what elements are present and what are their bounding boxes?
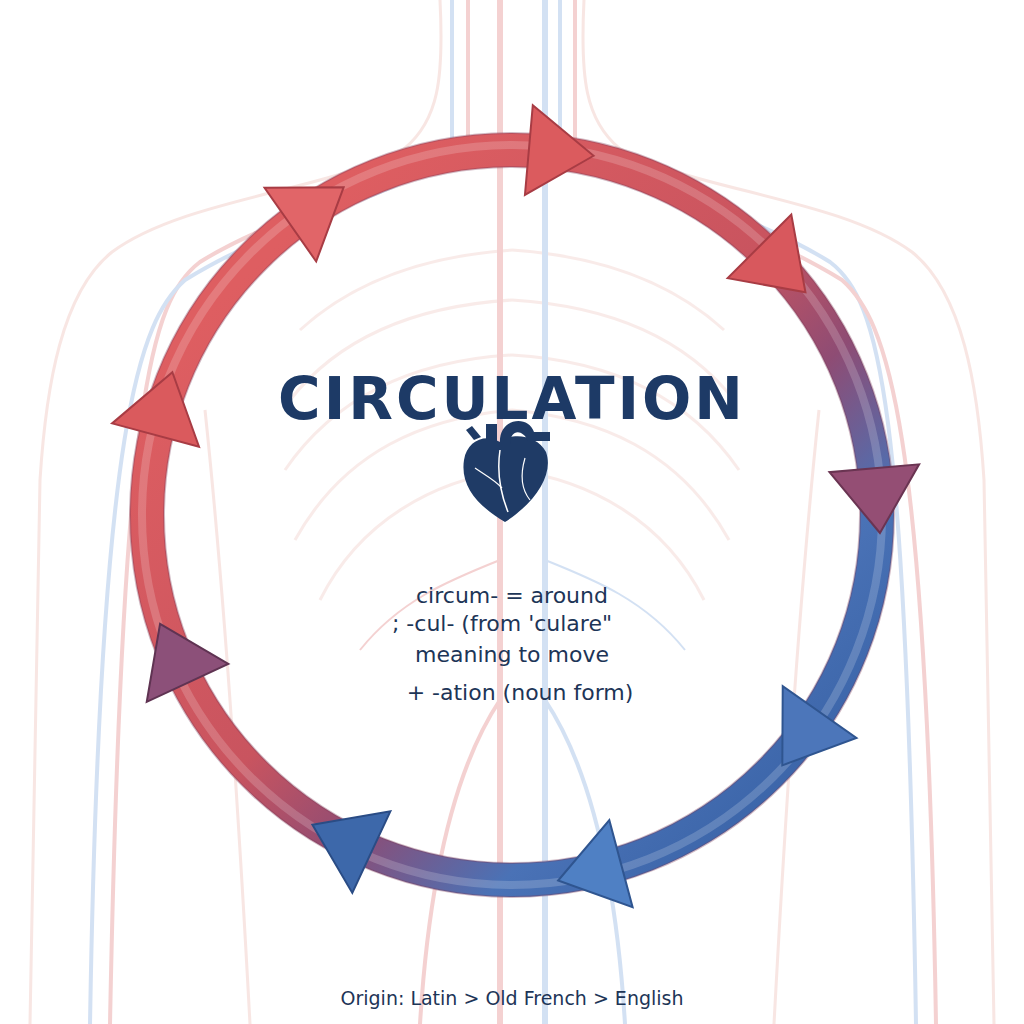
flow-arrowhead (119, 605, 228, 702)
etymology-line: ; -cul- (from 'culare" (0, 611, 1014, 637)
arrowheads (112, 105, 925, 924)
rib-line (300, 250, 512, 330)
diagram-title: CIRCULATION (0, 365, 1024, 435)
heart-detail (499, 450, 508, 512)
heart-detail (522, 458, 530, 500)
flow-arrowhead (728, 214, 838, 324)
etymology-line: + -ation (noun form) (8, 680, 1024, 706)
flow-arrowhead (829, 464, 924, 537)
ring-highlight (142, 145, 882, 885)
heart-detail (475, 468, 502, 488)
etymology-line: circum- = around (0, 583, 1024, 609)
etymology-line: meaning to move (0, 642, 1024, 668)
rib-line (512, 470, 704, 600)
heart-icon (463, 421, 550, 522)
flow-arrowhead (547, 820, 633, 924)
origin-note: Origin: Latin > Old French > English (0, 987, 1024, 1010)
body-illustration (30, 0, 994, 1024)
flow-arrowhead (293, 784, 390, 893)
flow-arrowhead (745, 686, 856, 791)
flow-arrowhead (525, 105, 598, 200)
flow-arrowhead (112, 361, 216, 447)
ring-edge (130, 133, 894, 897)
flow-arrowhead (265, 150, 370, 261)
heart-body (463, 436, 547, 522)
circulation-ring (147, 150, 877, 880)
ring-edge (164, 167, 860, 863)
